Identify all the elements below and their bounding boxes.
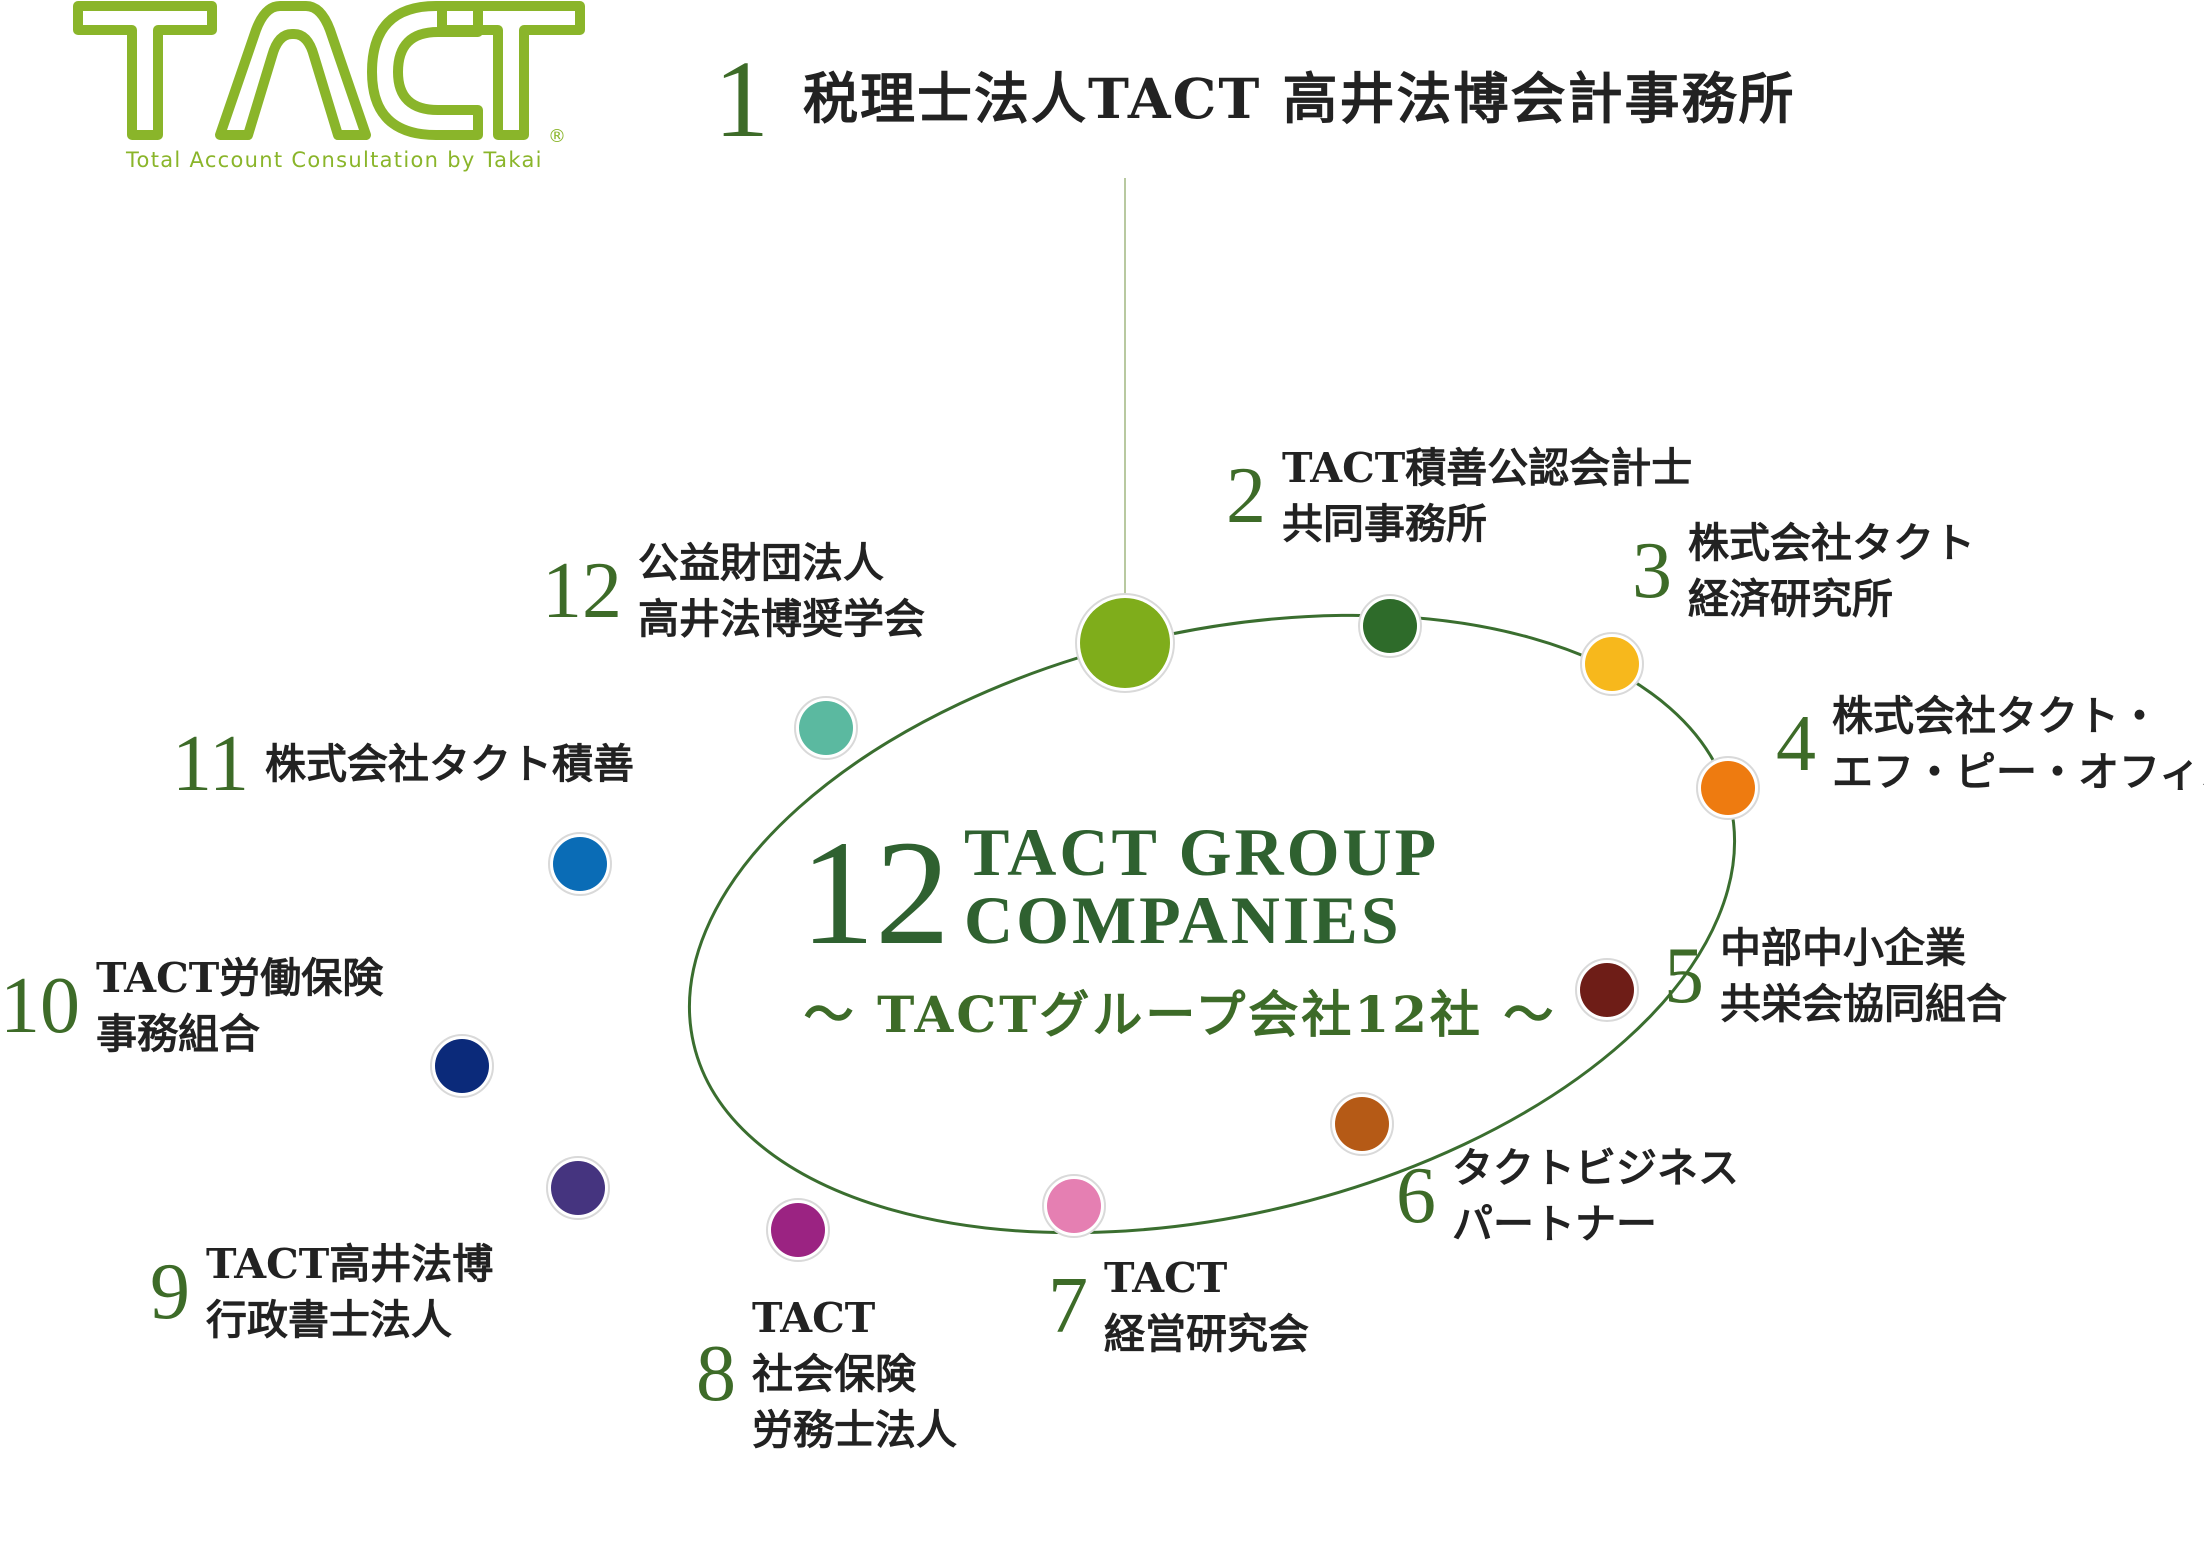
company-number: 7 xyxy=(1048,1262,1088,1350)
tact-logo: ® Total Account Consultation by Takai xyxy=(70,0,590,178)
company-name-line: エフ・ピー・オフィス xyxy=(1832,748,2204,796)
company-name-line: TACT xyxy=(752,1294,876,1342)
company-node-10 xyxy=(435,1039,489,1093)
company-node-9 xyxy=(551,1161,605,1215)
company-number: 10 xyxy=(0,962,80,1050)
center-number: 12 xyxy=(800,810,950,976)
company-label-11: 11 株式会社タクト積善 xyxy=(172,724,634,804)
company-number: 8 xyxy=(696,1330,736,1418)
company-label-1: 1 税理士法人TACT 高井法博会計事務所 xyxy=(714,44,1795,154)
company-label-3: 3 株式会社タクト 経済研究所 xyxy=(1632,515,1975,627)
company-name-line: TACT高井法博 xyxy=(206,1240,494,1288)
company-node-8 xyxy=(771,1203,825,1257)
company-node-6 xyxy=(1335,1097,1389,1151)
company-name-line: 株式会社タクト積善 xyxy=(265,740,635,788)
company-label-2: 2 TACT積善公認会計士 共同事務所 xyxy=(1226,440,1692,552)
center-title: TACT GROUP COMPANIES xyxy=(964,818,1439,954)
center-title-block: 12 TACT GROUP COMPANIES ～ TACTグループ会社12社 … xyxy=(800,800,1560,1044)
company-node-11 xyxy=(553,837,607,891)
company-label-8: 8 TACT 社会保険 労務士法人 xyxy=(696,1290,957,1458)
company-number: 4 xyxy=(1776,700,1816,788)
company-name-line: 共同事務所 xyxy=(1282,500,1487,548)
company-name-line: タクトビジネス xyxy=(1452,1144,1739,1192)
company-name-line: 株式会社タクト・ xyxy=(1832,692,2160,740)
company-name-line: 経営研究会 xyxy=(1104,1310,1309,1358)
company-name-line: 株式会社タクト xyxy=(1688,519,1975,567)
company-label-7: 7 TACT 経営研究会 xyxy=(1048,1250,1309,1362)
company-name-line: 事務組合 xyxy=(96,1010,260,1058)
company-name-line: TACT xyxy=(1104,1254,1228,1302)
company-name-line: TACT積善公認会計士 xyxy=(1282,444,1693,492)
registered-mark: ® xyxy=(548,126,566,147)
company-name-line: 行政書士法人 xyxy=(206,1296,452,1344)
company-node-7 xyxy=(1047,1179,1101,1233)
company-number: 3 xyxy=(1632,527,1672,615)
company-name-line: 社会保険 xyxy=(752,1350,916,1398)
company-number: 5 xyxy=(1664,932,1704,1020)
center-title-line2: COMPANIES xyxy=(964,882,1402,958)
company-number: 2 xyxy=(1226,452,1266,540)
company-name-line: 中部中小企業 xyxy=(1720,924,1966,972)
company-name-line: 税理士法人TACT 高井法博会計事務所 xyxy=(803,66,1796,131)
company-node-12 xyxy=(799,701,853,755)
tact-logo-graphic: ® xyxy=(73,1,585,147)
company-number: 1 xyxy=(714,38,769,160)
company-name-line: 公益財団法人 xyxy=(638,539,884,587)
company-number: 12 xyxy=(542,547,622,635)
company-label-10: 10 TACT労働保険 事務組合 xyxy=(0,950,383,1062)
company-name-line: 共栄会協同組合 xyxy=(1720,980,2007,1028)
company-number: 11 xyxy=(172,720,250,808)
company-number: 9 xyxy=(150,1248,190,1336)
center-title-line1: TACT GROUP xyxy=(964,814,1440,890)
company-node-4 xyxy=(1701,761,1755,815)
company-label-12: 12 公益財団法人 高井法博奨学会 xyxy=(542,535,925,647)
company-label-5: 5 中部中小企業 共栄会協同組合 xyxy=(1664,920,2007,1032)
company-node-2 xyxy=(1363,599,1417,653)
company-name-line: TACT労働保険 xyxy=(96,954,384,1002)
company-name-line: パートナー xyxy=(1452,1200,1657,1248)
company-nodes xyxy=(430,593,1760,1262)
company-node-1 xyxy=(1080,598,1170,688)
company-name-line: 経済研究所 xyxy=(1688,575,1893,623)
center-subtitle: ～ TACTグループ会社12社 ～ xyxy=(803,985,1557,1044)
company-name-line: 高井法博奨学会 xyxy=(638,595,925,643)
logo-tagline: Total Account Consultation by Takai xyxy=(126,148,543,172)
company-node-3 xyxy=(1585,637,1639,691)
company-label-9: 9 TACT高井法博 行政書士法人 xyxy=(150,1236,493,1348)
company-label-6: 6 タクトビジネス パートナー xyxy=(1396,1140,1739,1252)
company-name-line: 労務士法人 xyxy=(752,1406,957,1454)
company-label-4: 4 株式会社タクト・ エフ・ピー・オフィス xyxy=(1776,688,2204,800)
company-node-5 xyxy=(1580,963,1634,1017)
company-number: 6 xyxy=(1396,1152,1436,1240)
